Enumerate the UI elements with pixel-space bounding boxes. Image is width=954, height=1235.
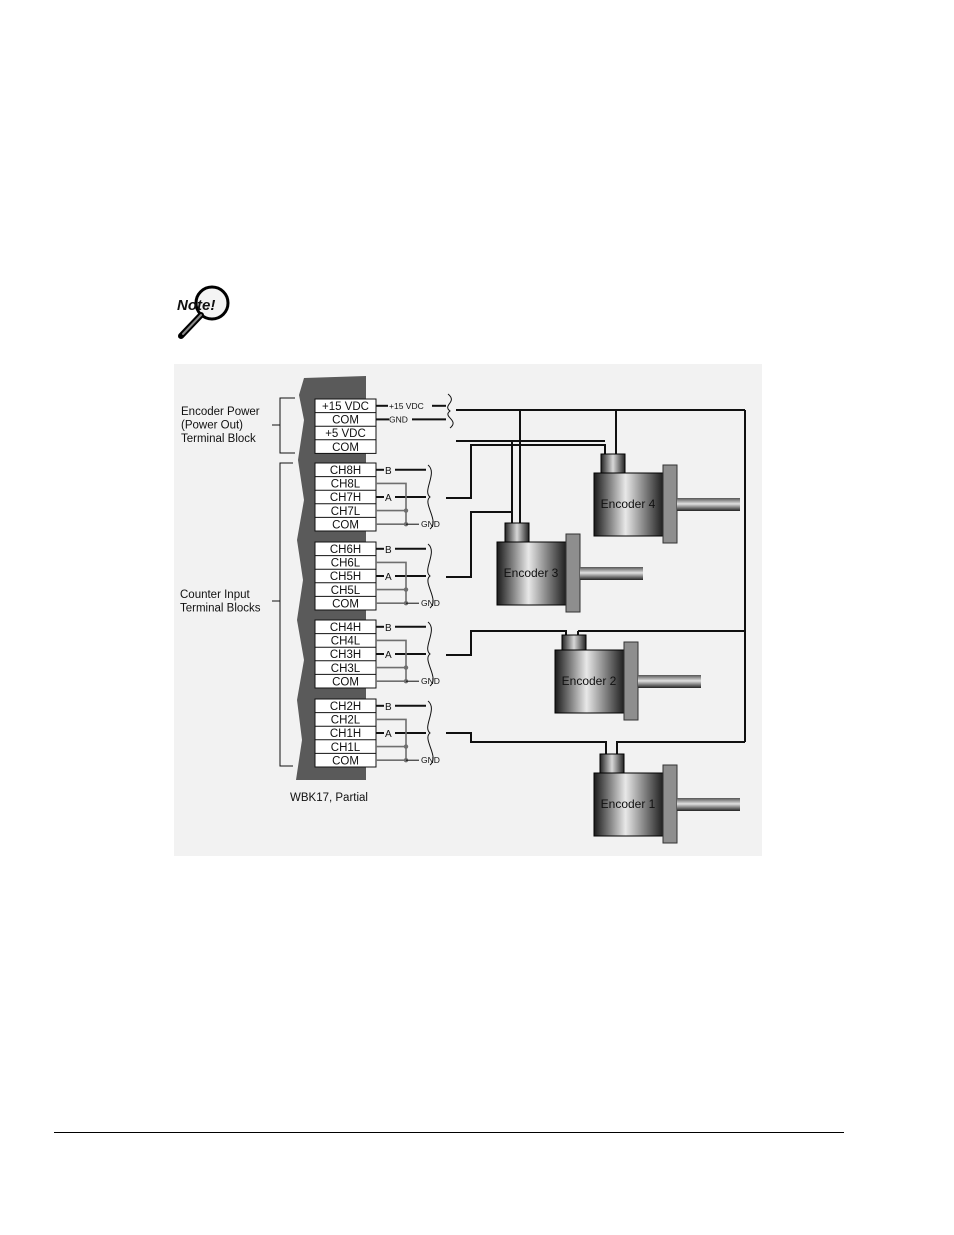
encoder-3: Encoder 3: [496, 522, 643, 613]
module-caption: WBK17, Partial: [290, 792, 368, 804]
counter-terminal-label: CH6L: [331, 558, 361, 570]
footer-rule: [54, 1132, 844, 1133]
counter-terminal-label: CH6H: [330, 544, 361, 556]
channel-a-label: A: [385, 493, 392, 504]
encoder-1-power: [616, 741, 745, 754]
encoder-connector: [504, 522, 530, 544]
counter-terminal-label: CH4H: [330, 622, 361, 634]
captions: +15 VDC GND B A GND B A GND B A GND B A GND Encoder Po…: [180, 397, 440, 804]
counter-terminal-label: COM: [332, 755, 359, 767]
power-block-bracket: [279, 397, 295, 454]
gnd-label: GND: [421, 598, 440, 608]
encoder-flange: [623, 641, 639, 721]
encoder-label: Encoder 1: [601, 797, 656, 811]
channel-b-label: B: [385, 545, 392, 556]
encoder-label: Encoder 3: [504, 566, 559, 580]
power-block-caption: Encoder Power: [181, 406, 260, 418]
encoder-flange: [662, 464, 678, 544]
encoder-4: Encoder 4: [593, 453, 740, 544]
counter-terminal-label: CH2L: [331, 715, 361, 727]
power-block-caption: Terminal Block: [181, 433, 256, 445]
counter-terminal-label: CH8H: [330, 465, 361, 477]
counter-terminal-label: CH4L: [331, 636, 361, 648]
wire-15vdc-label: +15 VDC: [389, 401, 424, 411]
counter-terminal-label: CH5L: [331, 585, 361, 597]
counter-terminal-label: COM: [332, 519, 359, 531]
channel-b-label: B: [385, 623, 392, 634]
cable-break-squiggle: [427, 543, 434, 609]
junction-dot: [403, 508, 409, 513]
encoder-body: [496, 541, 568, 606]
cable-break-squiggle: [427, 464, 434, 530]
counter-terminal-label: COM: [332, 676, 359, 688]
encoder-connector: [600, 453, 626, 475]
junction-dot: [403, 587, 409, 592]
encoder-1-signal: [446, 732, 607, 754]
wires: [376, 393, 746, 766]
encoder-shaft: [677, 798, 740, 811]
channel-a-label: A: [385, 729, 392, 740]
encoder-shaft: [638, 675, 701, 688]
counter-terminal-label: CH1L: [331, 742, 361, 754]
counter-terminal-label: CH8L: [331, 479, 361, 491]
encoder-body: [554, 649, 626, 714]
encoder-body: [593, 772, 665, 837]
power-terminal-label: COM: [332, 415, 359, 427]
counter-terminal-label: CH7L: [331, 506, 361, 518]
counter-terminal-label: CH2H: [330, 701, 361, 713]
power-terminal-label: COM: [332, 442, 359, 454]
encoder-body: [593, 472, 665, 537]
encoder-1: Encoder 1: [593, 753, 740, 844]
junction-dot: [403, 665, 409, 670]
encoder-4-signal: [446, 444, 606, 499]
channel-a-label: A: [385, 650, 392, 661]
counter-terminal-label: CH7H: [330, 492, 361, 504]
encoder-label: Encoder 4: [601, 497, 656, 511]
encoder-flange: [662, 764, 678, 844]
counter-terminal-block: [314, 541, 377, 611]
counter-blocks-bracket: [279, 462, 293, 767]
encoder-2: Encoder 2: [554, 634, 701, 721]
note-icon-text: Note!: [177, 297, 215, 314]
wire-gnd-label: GND: [389, 414, 408, 424]
power-terminal-label: +15 VDC: [322, 401, 369, 413]
gnd-label: GND: [421, 755, 440, 765]
gnd-label: GND: [421, 676, 440, 686]
encoder-2-signal: [446, 630, 567, 656]
counter-terminal-label: CH3L: [331, 663, 361, 675]
note-magnifier-icon: Note!: [177, 285, 230, 339]
cable-break-squiggle: [427, 621, 434, 687]
encoder-connector: [599, 753, 625, 775]
encoder-shaft: [580, 567, 643, 580]
power-terminal-label: +5 VDC: [325, 428, 366, 440]
counter-blocks-caption: Terminal Blocks: [180, 603, 261, 615]
counter-terminal-label: COM: [332, 598, 359, 610]
encoder-flange: [565, 533, 581, 613]
counter-terminal-block: [314, 698, 377, 768]
encoders: Encoder 4 Encoder 3 Encoder 2 Encoder 1: [496, 453, 740, 844]
encoder-shaft: [677, 498, 740, 511]
counter-blocks-caption: Counter Input: [180, 589, 250, 601]
cable-break-squiggle: [427, 700, 434, 766]
cable-break-squiggle: [447, 393, 454, 429]
counter-terminal-label: CH1H: [330, 728, 361, 740]
junction-dot: [403, 744, 409, 749]
encoder-3-signal: [446, 511, 512, 578]
power-block-caption: (Power Out): [181, 420, 243, 432]
channel-a-label: A: [385, 572, 392, 583]
counter-terminal-label: CH5H: [330, 571, 361, 583]
gnd-label: GND: [421, 519, 440, 529]
channel-b-label: B: [385, 466, 392, 477]
counter-terminal-block: [314, 619, 377, 689]
counter-terminal-label: CH3H: [330, 649, 361, 661]
channel-b-label: B: [385, 702, 392, 713]
counter-terminal-block: [314, 462, 377, 532]
encoder-label: Encoder 2: [562, 674, 617, 688]
